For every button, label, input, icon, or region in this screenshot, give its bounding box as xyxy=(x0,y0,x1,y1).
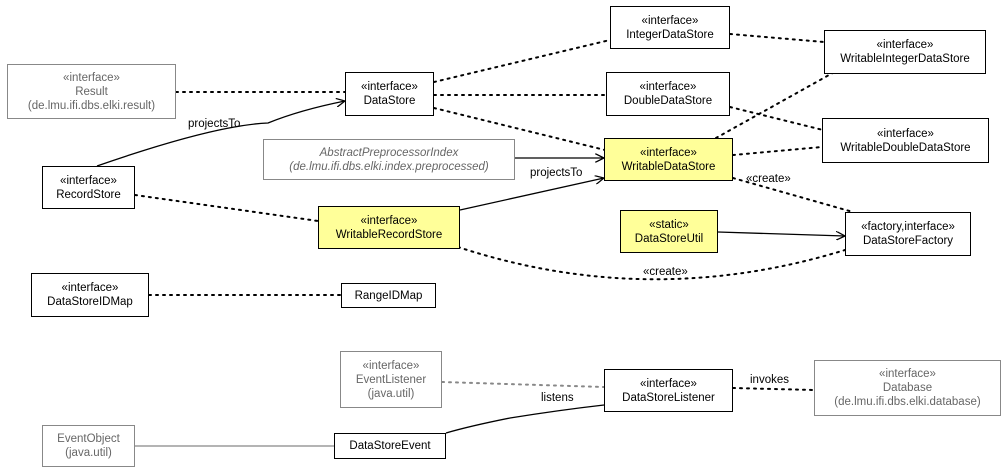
writableintegerdatastore-stereotype: «interface» xyxy=(876,39,934,51)
writableintegerdatastore-name: WritableIntegerDataStore xyxy=(840,53,970,65)
writabledatastore-class[interactable]: «interface» WritableDataStore xyxy=(604,138,733,181)
integerdatastore-name: IntegerDataStore xyxy=(626,28,714,41)
datastorelistener-stereotype: «interface» xyxy=(640,377,697,390)
edge-recordstore-datastore xyxy=(96,101,345,167)
edge-datastore-writabledatastore xyxy=(433,107,606,151)
writabledoubledatastore-stereotype: «interface» xyxy=(877,127,934,140)
recordstore-class[interactable]: «interface» RecordStore xyxy=(42,166,135,209)
datastoreidmap-class[interactable]: «interface» DataStoreIDMap xyxy=(31,273,149,317)
datastoreevent-name: DataStoreEvent xyxy=(349,440,431,452)
listens-label: listens xyxy=(541,392,574,404)
integerdatastore-class[interactable]: «interface» IntegerDataStore xyxy=(610,6,730,49)
recordstore-name: RecordStore xyxy=(56,188,121,201)
result-name: Result xyxy=(75,85,108,98)
eventobject-name: EventObject xyxy=(57,433,120,445)
edge-create-writabledatastore-factory xyxy=(732,177,854,213)
invokes-label: invokes xyxy=(750,374,789,386)
eventlistener-stereotype: «interface» xyxy=(362,359,420,372)
eventobject-package: (java.util) xyxy=(65,447,112,459)
edge-recordstore-writablerecordstore xyxy=(134,194,319,222)
writablerecordstore-name: WritableRecordStore xyxy=(335,228,443,241)
edge-create-writablerecordstore-factory xyxy=(457,246,846,281)
writablerecordstore-stereotype: «interface» xyxy=(360,214,418,227)
edge-datastore-integerdatastore xyxy=(433,39,611,83)
edge-datastorelistener-database xyxy=(732,387,815,391)
datastorelistener-name: DataStoreListener xyxy=(622,391,715,404)
edge-doubledatastore-writabledouble xyxy=(729,106,824,131)
eventobject-class[interactable]: EventObject (java.util) xyxy=(42,425,135,467)
result-stereotype: «interface» xyxy=(63,71,120,84)
doubledatastore-class[interactable]: «interface» DoubleDataStore xyxy=(606,72,730,116)
writabledatastore-name: WritableDataStore xyxy=(621,160,716,173)
writablerecordstore-class[interactable]: «interface» WritableRecordStore xyxy=(318,206,460,249)
datastoreutil-name: DataStoreUtil xyxy=(634,232,704,245)
datastorefactory-stereotype: «factory,interface» xyxy=(861,221,955,233)
datastorelistener-class[interactable]: «interface» DataStoreListener xyxy=(604,369,733,412)
integerdatastore-stereotype: «interface» xyxy=(641,14,699,27)
result-package: (de.lmu.ifi.dbs.elki.result) xyxy=(27,99,156,112)
datastore-name: DataStore xyxy=(363,95,416,107)
writabledoubledatastore-class[interactable]: «interface» WritableDoubleDataStore xyxy=(822,118,989,163)
database-name: Database xyxy=(882,382,933,394)
eventlistener-package: (java.util) xyxy=(367,387,415,400)
abstractpreprocessorindex-class[interactable]: AbstractPreprocessorIndex (de.lmu.ifi.db… xyxy=(263,139,515,180)
result-class[interactable]: «interface» Result (de.lmu.ifi.dbs.elki.… xyxy=(7,64,176,119)
projectsto-label-1: projectsTo xyxy=(188,118,241,130)
datastore-class[interactable]: «interface» DataStore xyxy=(345,72,434,116)
datastoreidmap-stereotype: «interface» xyxy=(61,282,119,294)
edge-integerdatastore-writableinteger xyxy=(729,33,825,43)
projectsto-label-2: projectsTo xyxy=(530,167,583,179)
datastorefactory-class[interactable]: «factory,interface» DataStoreFactory xyxy=(845,212,971,256)
eventlistener-name: EventListener xyxy=(355,373,427,386)
writableintegerdatastore-class[interactable]: «interface» WritableIntegerDataStore xyxy=(824,30,986,74)
writabledatastore-stereotype: «interface» xyxy=(640,146,697,159)
datastore-stereotype: «interface» xyxy=(361,81,418,93)
datastorefactory-name: DataStoreFactory xyxy=(862,235,954,247)
datastoreutil-class[interactable]: «static» DataStoreUtil xyxy=(620,210,718,253)
doubledatastore-stereotype: «interface» xyxy=(639,81,697,93)
database-package: (de.lmu.ifi.dbs.elki.database) xyxy=(834,396,981,408)
recordstore-stereotype: «interface» xyxy=(60,174,117,187)
abstractpreprocessorindex-name: AbstractPreprocessorIndex xyxy=(319,146,459,159)
edge-datastoreevent-datastorelistener xyxy=(445,404,605,434)
datastoreidmap-name: DataStoreIDMap xyxy=(47,296,133,308)
rangeidmap-name: RangeIDMap xyxy=(354,289,423,302)
database-class[interactable]: «interface» Database (de.lmu.ifi.dbs.elk… xyxy=(814,360,1001,416)
edge-writabledatastore-writabledouble xyxy=(732,146,823,156)
edge-eventlistener-datastorelistener xyxy=(441,381,605,388)
database-stereotype: «interface» xyxy=(879,368,936,380)
edge-writabledatastore-writableinteger xyxy=(715,69,839,139)
edge-datastoreutil-factory xyxy=(717,232,845,236)
rangeidmap-class[interactable]: RangeIDMap xyxy=(341,283,436,308)
eventlistener-class[interactable]: «interface» EventListener (java.util) xyxy=(340,351,442,408)
doubledatastore-name: DoubleDataStore xyxy=(623,95,713,107)
writabledoubledatastore-name: WritableDoubleDataStore xyxy=(840,141,971,154)
edge-writablerecordstore-writabledatastore xyxy=(459,178,604,211)
datastoreevent-class[interactable]: DataStoreEvent xyxy=(334,433,446,459)
create-label-1: «create» xyxy=(746,173,791,185)
datastoreutil-stereotype: «static» xyxy=(649,218,689,231)
abstractpreprocessorindex-package: (de.lmu.ifi.dbs.elki.index.preprocessed) xyxy=(289,160,489,173)
create-label-2: «create» xyxy=(643,266,688,278)
